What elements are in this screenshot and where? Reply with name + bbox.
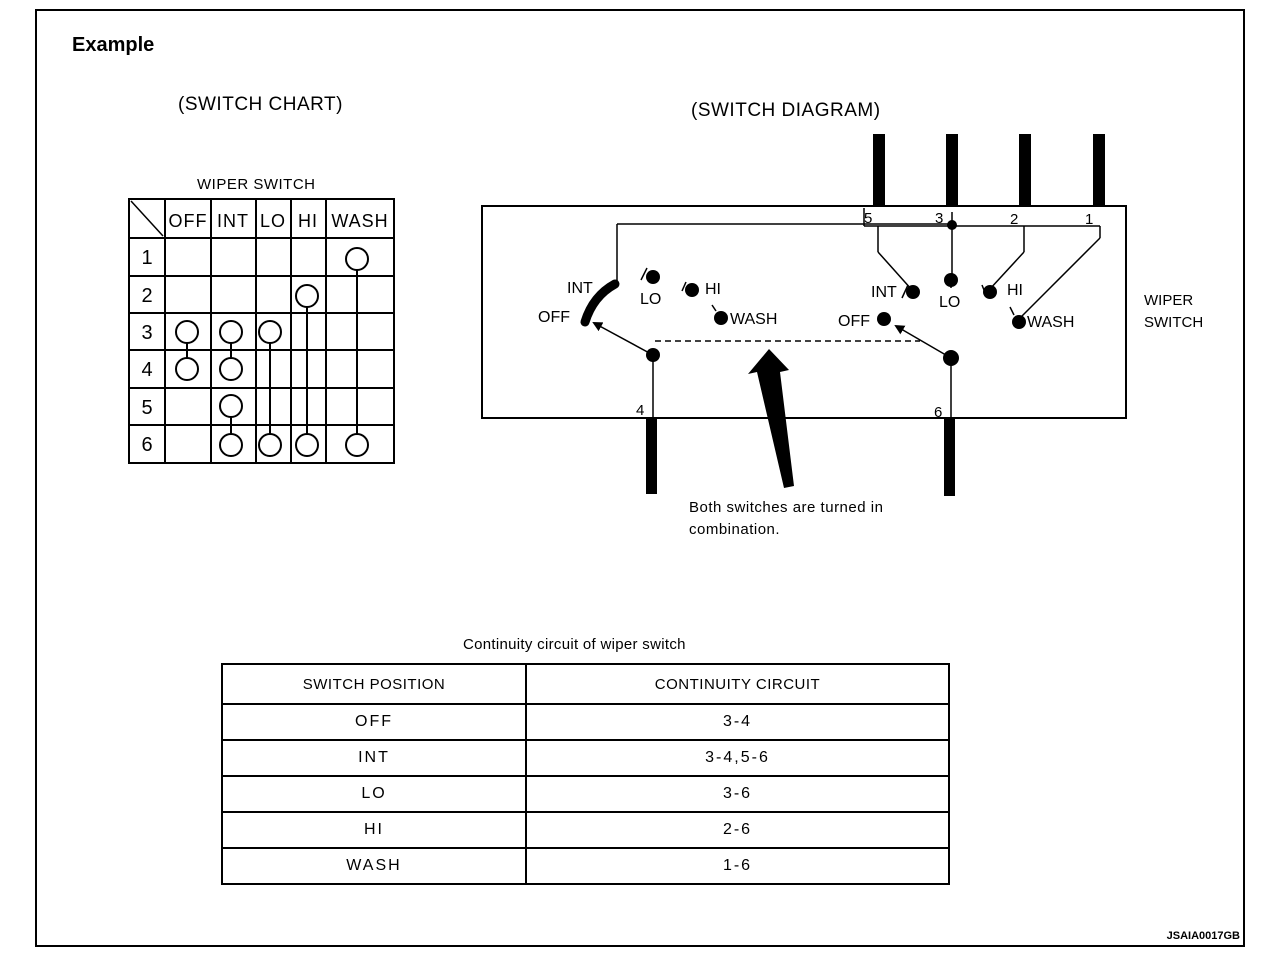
header-switch-position: SWITCH POSITION	[221, 663, 527, 705]
terminal-2-wire	[1019, 134, 1031, 206]
circuit-cell: 2-6	[525, 811, 950, 849]
table-row: LO 3-6	[221, 775, 950, 813]
right-wash-label: WASH	[1027, 314, 1074, 331]
chart-row-3: 3	[141, 322, 152, 344]
switch-body	[481, 205, 1127, 419]
position-cell: WASH	[221, 847, 527, 885]
example-heading: Example	[72, 34, 155, 56]
terminal-label-4: 4	[636, 402, 644, 419]
terminal-1-wire	[1093, 134, 1105, 206]
wiper-switch-diagram	[481, 134, 1127, 496]
left-hi-label: HI	[705, 281, 721, 298]
figure-code: JSAIA0017GB	[1166, 930, 1240, 942]
connection-marker-int-3	[219, 320, 243, 344]
terminal-label-3: 3	[935, 210, 943, 227]
table-row: HI 2-6	[221, 811, 950, 849]
connection-marker-lo-6	[258, 433, 282, 457]
chart-row-5: 5	[141, 397, 152, 419]
figure-frame	[35, 9, 1245, 947]
terminal-4-wire	[646, 418, 657, 494]
connection-marker-int-5	[219, 394, 243, 418]
switch-diagram-title: (SWITCH DIAGRAM)	[691, 100, 881, 121]
left-off-label: OFF	[538, 309, 570, 326]
wiper-switch-label-line1: WIPER	[1144, 292, 1193, 309]
circuit-cell: 3-4,5-6	[525, 739, 950, 777]
connection-marker-hi-6	[295, 433, 319, 457]
combination-note-line2: combination.	[689, 521, 780, 538]
position-cell: HI	[221, 811, 527, 849]
connection-marker-lo-3	[258, 320, 282, 344]
combination-note-line1: Both switches are turned in	[689, 499, 883, 516]
chart-col-lo: LO	[260, 211, 286, 231]
chart-col-int: INT	[217, 211, 249, 231]
right-off-label: OFF	[838, 313, 870, 330]
connection-marker-wash-6	[345, 433, 369, 457]
switch-chart-title: (SWITCH CHART)	[178, 94, 343, 115]
left-int-label: INT	[567, 280, 593, 297]
table-row: INT 3-4,5-6	[221, 739, 950, 777]
chart-row-4: 4	[141, 359, 152, 381]
switch-chart-connections	[175, 247, 369, 457]
connection-marker-off-4	[175, 357, 199, 381]
connection-marker-wash-1	[345, 247, 369, 271]
table-row: WASH 1-6	[221, 847, 950, 885]
switch-chart-grid	[128, 198, 395, 464]
circuit-cell: 3-6	[525, 775, 950, 813]
connection-marker-int-4	[219, 357, 243, 381]
circuit-cell: 3-4	[525, 703, 950, 741]
connection-marker-int-6	[219, 433, 243, 457]
terminal-5-wire	[873, 134, 885, 206]
continuity-header-row: SWITCH POSITION CONTINUITY CIRCUIT	[221, 663, 950, 705]
terminal-label-6: 6	[934, 404, 942, 421]
connection-marker-off-3	[175, 320, 199, 344]
wiper-switch-label-line2: SWITCH	[1144, 314, 1203, 331]
chart-row-1: 1	[141, 247, 152, 269]
continuity-caption: Continuity circuit of wiper switch	[463, 636, 686, 653]
chart-col-hi: HI	[298, 211, 318, 231]
right-lo-label: LO	[939, 294, 960, 311]
chart-row-2: 2	[141, 285, 152, 307]
circuit-cell: 1-6	[525, 847, 950, 885]
contact-dots	[646, 220, 1026, 366]
chart-col-off: OFF	[169, 211, 208, 231]
table-row: OFF 3-4	[221, 703, 950, 741]
switch-chart-caption: WIPER SWITCH	[197, 176, 316, 193]
left-lo-label: LO	[640, 291, 661, 308]
header-continuity-circuit: CONTINUITY CIRCUIT	[525, 663, 950, 705]
contact-ticks	[640, 267, 1015, 316]
left-wash-label: WASH	[730, 311, 777, 328]
terminal-label-1: 1	[1085, 211, 1093, 228]
connection-marker-hi-2	[295, 284, 319, 308]
terminal-6-wire	[944, 418, 955, 496]
terminal-3-wire	[946, 134, 958, 206]
right-hi-label: HI	[1007, 282, 1023, 299]
combination-arrow	[748, 349, 794, 488]
continuity-table: SWITCH POSITION CONTINUITY CIRCUIT OFF 3…	[221, 663, 950, 885]
right-int-label: INT	[871, 284, 897, 301]
terminal-label-2: 2	[1010, 211, 1018, 228]
position-cell: INT	[221, 739, 527, 777]
chart-col-wash: WASH	[331, 211, 388, 231]
terminal-label-5: 5	[864, 210, 872, 227]
position-cell: LO	[221, 775, 527, 813]
position-cell: OFF	[221, 703, 527, 741]
chart-row-6: 6	[141, 434, 152, 456]
